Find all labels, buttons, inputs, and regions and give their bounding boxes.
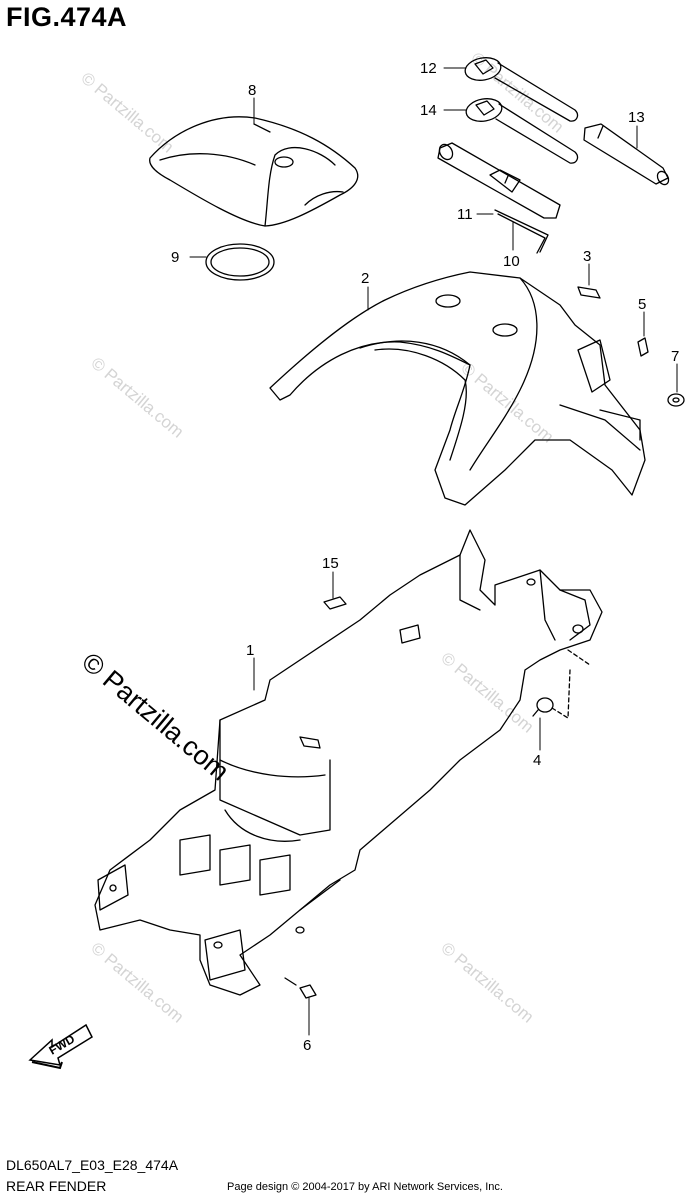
callout-12: 12 bbox=[420, 60, 437, 77]
callout-13: 13 bbox=[628, 109, 645, 126]
callout-8: 8 bbox=[248, 82, 256, 99]
handle-part-13 bbox=[583, 123, 670, 186]
callout-1: 1 bbox=[246, 642, 254, 659]
callout-6: 6 bbox=[303, 1037, 311, 1054]
callout-15: 15 bbox=[322, 555, 339, 572]
copyright-notice: Page design © 2004-2017 by ARI Network S… bbox=[227, 1181, 503, 1193]
callout-9: 9 bbox=[171, 249, 179, 266]
section-name: REAR FENDER bbox=[6, 1178, 107, 1194]
washer-part-7 bbox=[667, 393, 685, 407]
drawing-code: DL650AL7_E03_E28_474A bbox=[6, 1157, 179, 1173]
callout-7: 7 bbox=[671, 348, 679, 365]
callout-2: 2 bbox=[361, 270, 369, 287]
callout-10: 10 bbox=[503, 253, 520, 270]
pad-part-5 bbox=[637, 337, 649, 357]
watermark-4: © Partzilla.com bbox=[457, 359, 557, 447]
watermark-6: © Partzilla.com bbox=[87, 939, 187, 1027]
callout-labels: 1 2 3 4 5 6 7 8 9 10 11 12 13 14 15 bbox=[171, 60, 679, 1054]
socket-tool-part-11 bbox=[437, 142, 561, 219]
watermark-1: © Partzilla.com bbox=[77, 69, 177, 157]
callout-3: 3 bbox=[583, 248, 591, 265]
callout-5: 5 bbox=[638, 296, 646, 313]
bolt-part-6 bbox=[284, 977, 317, 999]
wrench-part-12 bbox=[464, 57, 579, 122]
tool-bag-part-8 bbox=[149, 116, 359, 227]
callout-11: 11 bbox=[457, 206, 473, 223]
forward-direction-arrow: FWD bbox=[28, 1023, 93, 1070]
pad-part-3 bbox=[577, 286, 601, 299]
wrench-part-14 bbox=[465, 98, 579, 164]
pad-part-15 bbox=[323, 596, 347, 610]
watermark-3: © Partzilla.com bbox=[87, 354, 187, 442]
watermark-5: © Partzilla.com bbox=[437, 649, 537, 737]
hex-key-part-10 bbox=[494, 209, 549, 254]
watermark-7: © Partzilla.com bbox=[437, 939, 537, 1027]
rear-fender-upper-part-2 bbox=[269, 271, 646, 506]
watermarks: © Partzilla.com © Partzilla.com © Partzi… bbox=[76, 49, 567, 1027]
figure-title: FIG.474A bbox=[6, 2, 128, 32]
o-ring-part-9 bbox=[205, 243, 275, 281]
screw-part-4 bbox=[532, 697, 554, 717]
rear-fender-lower-part-1 bbox=[94, 529, 603, 996]
watermark-main: © Partzilla.com bbox=[76, 647, 235, 787]
callout-4: 4 bbox=[533, 752, 541, 769]
leader-lines bbox=[189, 67, 678, 1036]
callout-14: 14 bbox=[420, 102, 437, 119]
